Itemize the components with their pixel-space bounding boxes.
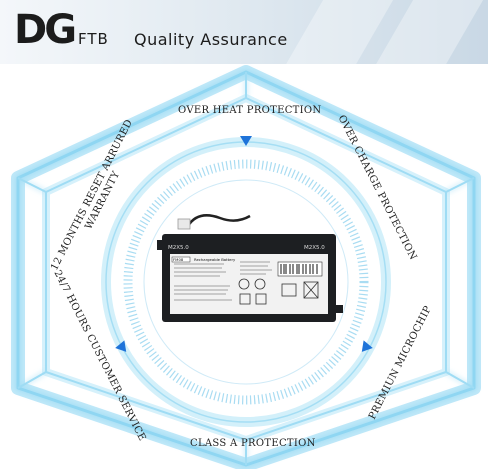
header-stripe: [271, 0, 399, 64]
arrow-right-icon: [361, 340, 373, 352]
battery-model-left: M2X5.0: [168, 245, 189, 251]
inner-ring: [143, 179, 349, 385]
brand-header: DG FTB Quality Assurance: [0, 0, 488, 64]
battery-label-title: Rechargeable Battery: [194, 257, 236, 262]
brand-logo-text: FTB: [78, 30, 109, 48]
arrow-top-icon: [240, 136, 252, 146]
arrow-left-icon: [115, 340, 127, 352]
section-dividers: [17, 72, 475, 465]
feature-bottom-label: CLASS A PROTECTION: [190, 438, 316, 449]
tick-ring: [123, 159, 369, 405]
header-title: Quality Assurance: [134, 30, 288, 49]
brand-logo-mark: DG: [14, 7, 77, 53]
quality-hexagon-graphic: M2X5.0 M2X5.0 FM08 Rechargeable Battery: [11, 65, 481, 469]
battery-model-right: M2X5.0: [304, 245, 325, 251]
battery-label-code: FM08: [173, 257, 184, 262]
feature-top-label: OVER HEAT PROTECTION: [178, 105, 322, 116]
battery-image: M2X5.0 M2X5.0 FM08 Rechargeable Battery: [157, 214, 343, 322]
